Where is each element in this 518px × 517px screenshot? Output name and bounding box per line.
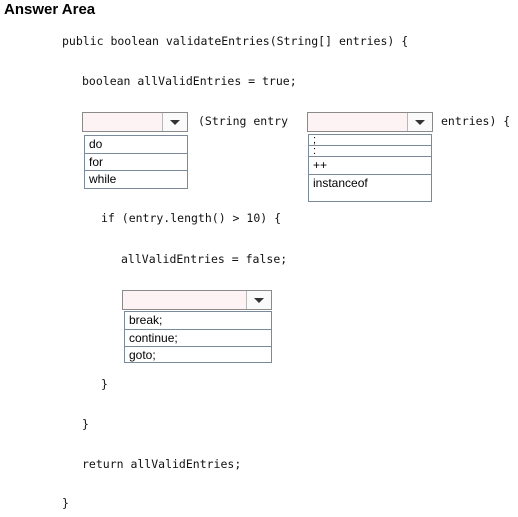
code-close-loop: }: [82, 417, 89, 431]
code-line-if-condition: if (entry.length() > 10) {: [101, 211, 282, 225]
code-line-init-variable: boolean allValidEntries = true;: [82, 74, 297, 88]
option-semicolon[interactable]: ;: [309, 135, 431, 146]
code-line-method-signature: public boolean validateEntries(String[] …: [62, 34, 409, 48]
option-do[interactable]: do: [85, 136, 187, 154]
code-line-return: return allValidEntries;: [82, 457, 242, 471]
dropdown-toggle[interactable]: [162, 113, 187, 131]
chevron-down-icon: [415, 120, 425, 125]
option-increment[interactable]: ++: [309, 157, 431, 175]
option-colon[interactable]: :: [309, 146, 431, 157]
dropdown-toggle[interactable]: [407, 113, 432, 131]
code-close-if: }: [101, 377, 108, 391]
code-line-assign-false: allValidEntries = false;: [121, 252, 288, 266]
separator-dropdown[interactable]: [307, 112, 433, 132]
option-continue[interactable]: continue;: [125, 330, 271, 347]
code-close-method: }: [62, 496, 69, 510]
chevron-down-icon: [254, 298, 264, 303]
option-break[interactable]: break;: [125, 312, 271, 330]
option-for[interactable]: for: [85, 154, 187, 171]
jump-statement-options: break; continue; goto;: [124, 311, 272, 363]
code-entries-brace: entries) {: [441, 114, 511, 128]
code-string-entry: (String entry: [198, 114, 289, 128]
dropdown-toggle[interactable]: [246, 291, 271, 309]
chevron-down-icon: [170, 120, 180, 125]
option-goto[interactable]: goto;: [129, 348, 156, 362]
jump-statement-dropdown[interactable]: [122, 290, 272, 310]
answer-area-title: Answer Area: [4, 1, 96, 18]
loop-keyword-dropdown[interactable]: [82, 112, 188, 132]
option-instanceof[interactable]: instanceof: [313, 176, 368, 190]
option-while[interactable]: while: [89, 172, 117, 186]
separator-options: ; : ++ instanceof: [308, 134, 432, 202]
loop-keyword-options: do for while: [84, 135, 188, 189]
